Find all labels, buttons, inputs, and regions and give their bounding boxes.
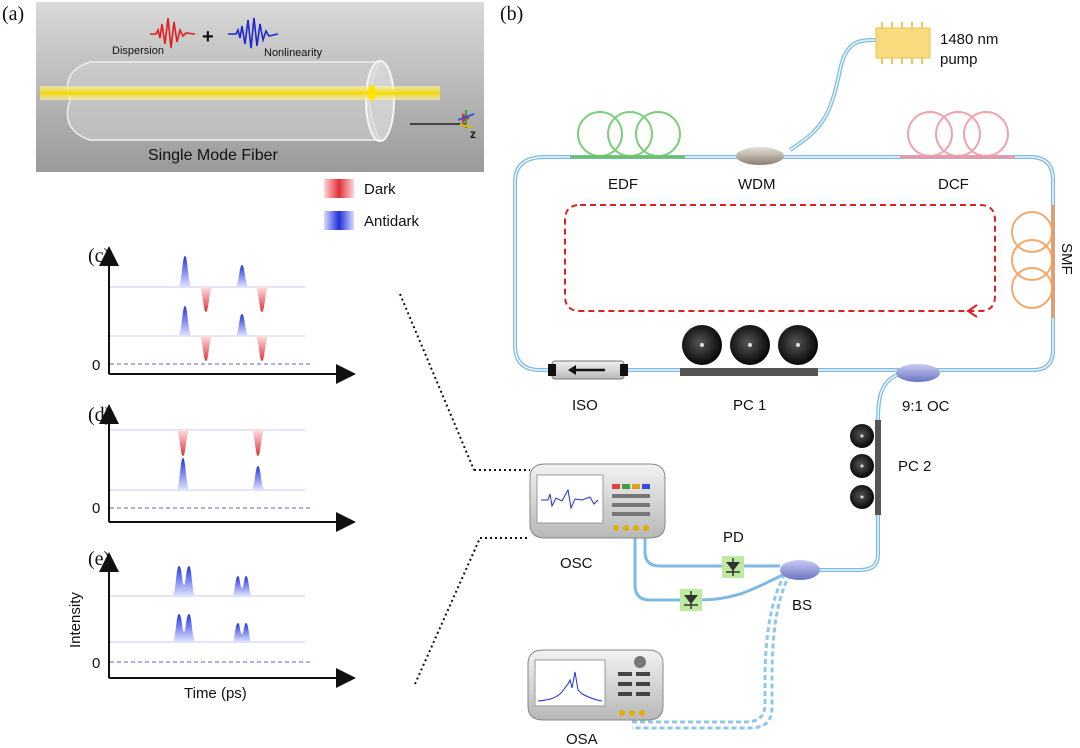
panel-d-label: (d)	[88, 404, 111, 426]
beam-splitter	[780, 560, 820, 580]
panel-c-label: (c)	[88, 245, 110, 267]
circulation-arrow-icon	[966, 304, 978, 318]
wdm-coupler	[736, 147, 784, 165]
zoom-line-lower	[414, 537, 481, 685]
light-beam	[40, 86, 440, 100]
wdm-label: WDM	[738, 176, 776, 193]
antidark-legend-swatch	[324, 211, 354, 230]
photodetector-1-icon	[722, 556, 744, 578]
pump-laser-chip	[875, 22, 931, 64]
beam-exit-spot	[368, 85, 376, 101]
pump-fiber	[788, 38, 877, 152]
single-mode-fiber-label: Single Mode Fiber	[148, 147, 279, 164]
dispersion-label: Dispersion	[112, 45, 164, 57]
coordinate-axes-icon	[410, 110, 475, 129]
zoom-line-upper	[399, 293, 475, 471]
smf-label: SMF	[1058, 243, 1075, 275]
oscilloscope-instrument	[529, 463, 666, 539]
plot-d-zero-label: 0	[92, 500, 100, 517]
iso-label: ISO	[572, 397, 598, 414]
output-coupler	[896, 364, 940, 382]
plot-c	[99, 246, 356, 384]
optical-spectrum-analyzer-instrument	[527, 649, 664, 721]
nonlinearity-wave-icon	[228, 17, 279, 49]
pump-label-line2: pump	[940, 51, 978, 68]
dark-legend-label: Dark	[364, 181, 396, 198]
smf-coil	[1011, 205, 1055, 318]
pc1-label: PC 1	[733, 397, 766, 414]
dcf-label: DCF	[938, 176, 969, 193]
bs-label: BS	[792, 597, 812, 614]
plot-c-zero-label: 0	[92, 357, 100, 374]
time-axis-label: Time (ps)	[184, 685, 247, 702]
fiber-ring	[513, 155, 1055, 372]
isolator	[548, 360, 628, 380]
dcf-coil	[900, 111, 1015, 159]
plus-sign: +	[202, 26, 214, 48]
polarization-controller-2	[850, 420, 881, 515]
antidark-legend-label: Antidark	[364, 213, 420, 230]
panel-a-label: (a)	[2, 3, 24, 25]
edf-label: EDF	[608, 176, 638, 193]
edf-coil	[570, 111, 685, 159]
photodetector-2-icon	[680, 589, 702, 611]
panel-b-label: (b)	[500, 3, 523, 25]
osc-label: OSC	[560, 555, 593, 572]
pc2-label: PC 2	[898, 458, 931, 475]
pd-label: PD	[723, 529, 744, 546]
polarization-controller-1	[680, 325, 818, 376]
single-mode-fiber-cylinder	[66, 60, 395, 142]
nonlinearity-label: Nonlinearity	[264, 47, 323, 59]
plot-d	[99, 404, 356, 532]
dark-legend-swatch	[324, 179, 354, 198]
plot-e	[99, 552, 356, 688]
osa-label: OSA	[566, 731, 598, 748]
panel-e-label: (e)	[88, 548, 110, 570]
circulation-loop	[564, 204, 996, 312]
intensity-axis-label: Intensity	[67, 592, 84, 648]
pump-label-line1: 1480 nm	[940, 31, 998, 48]
oc-label: 9:1 OC	[902, 398, 950, 415]
dispersion-wave-icon	[150, 17, 196, 49]
plot-e-zero-label: 0	[92, 655, 100, 672]
z-axis-label: z	[470, 127, 476, 141]
